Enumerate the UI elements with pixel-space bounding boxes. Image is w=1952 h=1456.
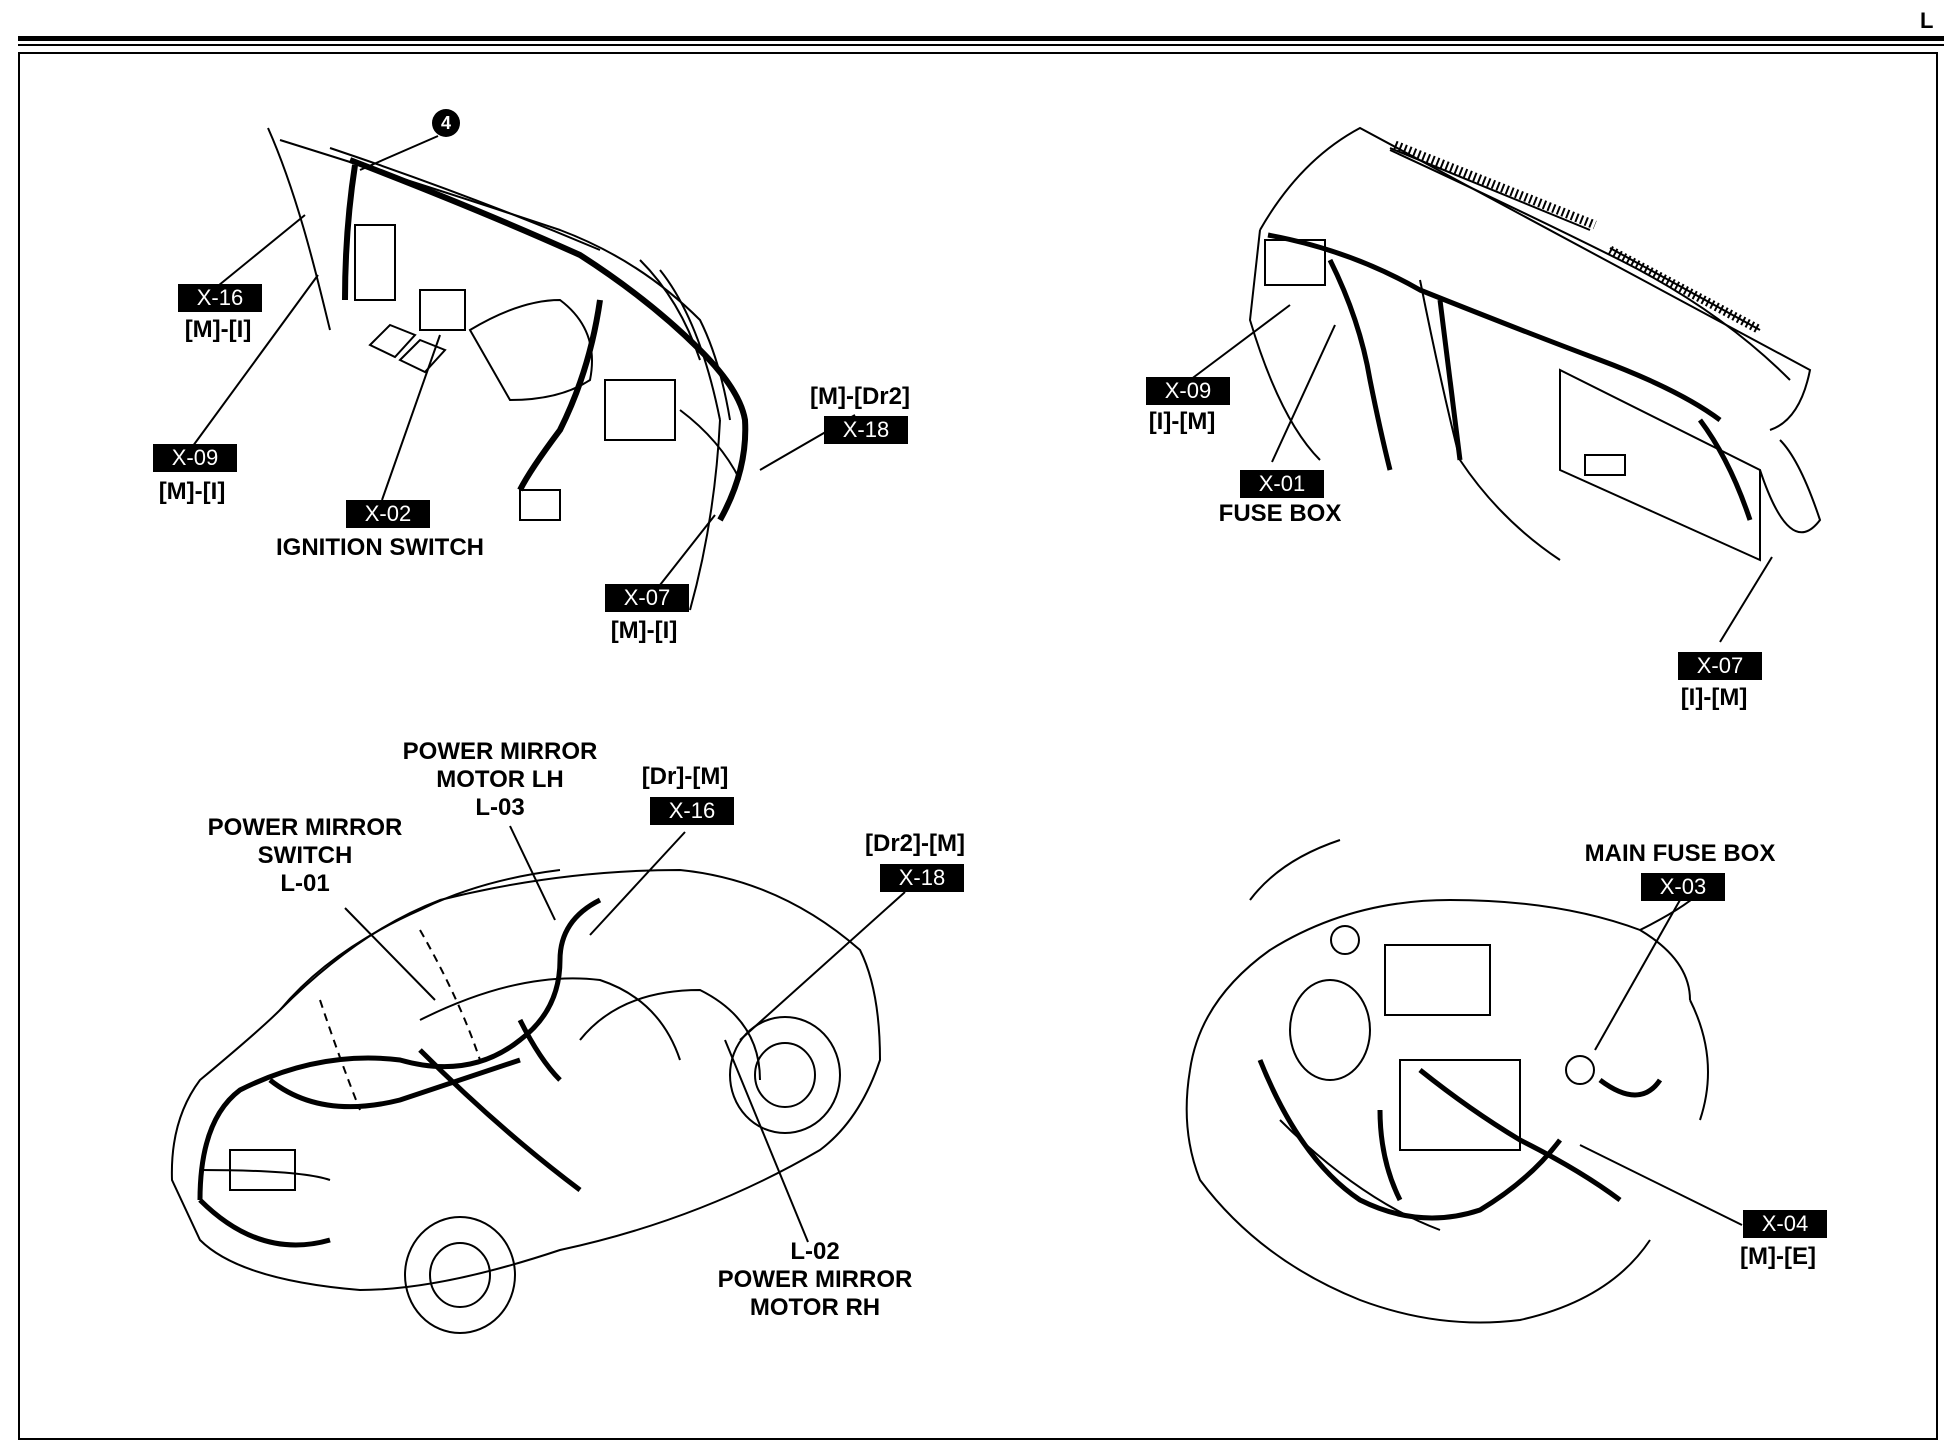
power-mirror-rh-line2: MOTOR RH	[749, 1294, 881, 1321]
engine-bay-harness	[1257, 1059, 1663, 1221]
x04-connector-tag: X-04	[1743, 1210, 1827, 1238]
bottom-left-leader-lines	[344, 825, 906, 1243]
callout-4-number: 4	[440, 113, 451, 133]
dashboard-right-harness	[1267, 232, 1753, 521]
x02-connector-tag: X-02	[346, 500, 430, 528]
x09-connector-tag-right: X-09	[1146, 377, 1230, 405]
x07-pin-label: [M]-[I]	[610, 617, 678, 644]
header-rule-thin	[18, 44, 1944, 46]
x07-connector-tag: X-07	[605, 584, 689, 612]
header-rule-thick	[18, 36, 1944, 41]
engine-bay-drawing	[1185, 839, 1711, 1324]
x07-pin-label-right: [I]-[M]	[1680, 684, 1748, 711]
main-fuse-box-label: MAIN FUSE BOX	[1584, 840, 1776, 867]
power-mirror-lh-line2: MOTOR LH	[436, 766, 564, 793]
x01-connector-tag: X-01	[1240, 470, 1324, 498]
ignition-switch-label: IGNITION SWITCH	[276, 534, 484, 561]
x09-connector-tag: X-09	[153, 444, 237, 472]
x16-connector-tag: X-16	[178, 284, 262, 312]
power-mirror-rh-line1: POWER MIRROR	[717, 1266, 913, 1293]
page-section-letter: L	[1920, 8, 1934, 33]
dashboard-right-vent-strips	[1393, 140, 1763, 334]
x18-connector-tag-body: X-18	[880, 864, 964, 892]
vehicle-body-harness	[197, 897, 602, 1248]
x07-connector-tag-right: X-07	[1678, 652, 1762, 680]
x09-pin-label-right: [I]-[M]	[1148, 408, 1216, 435]
callout-4-marker	[359, 109, 460, 171]
x09-pin-label: [M]-[I]	[158, 478, 226, 505]
x18-connector-tag: X-18	[824, 416, 908, 444]
x18-pin-label: [M]-[Dr2]	[810, 383, 910, 410]
power-mirror-lh-code: L-03	[475, 794, 525, 821]
x16-pin-label-body: [Dr]-[M]	[641, 763, 729, 790]
dashboard-left-drawing	[267, 127, 741, 611]
x04-pin-label: [M]-[E]	[1740, 1243, 1816, 1270]
power-mirror-lh-line1: POWER MIRROR	[402, 738, 598, 765]
power-mirror-switch-line1: POWER MIRROR	[207, 814, 403, 841]
power-mirror-switch-line2: SWITCH	[257, 842, 353, 869]
x18-pin-label-body: [Dr2]-[M]	[865, 830, 965, 857]
x03-connector-tag: X-03	[1641, 873, 1725, 901]
top-right-leader-lines	[1189, 304, 1773, 643]
dashboard-right-drawing	[1248, 126, 1822, 562]
power-mirror-rh-code: L-02	[790, 1238, 840, 1265]
vehicle-body-drawing	[170, 868, 882, 1334]
x16-pin-label: [M]-[I]	[184, 316, 252, 343]
dashboard-left-harness	[342, 157, 749, 522]
fuse-box-label: FUSE BOX	[1218, 500, 1342, 527]
diagram-frame	[18, 52, 1938, 1440]
top-left-leader-lines	[189, 214, 856, 586]
x16-connector-tag-body: X-16	[650, 797, 734, 825]
bottom-right-leader-lines	[1579, 899, 1743, 1226]
power-mirror-switch-code: L-01	[280, 870, 330, 897]
